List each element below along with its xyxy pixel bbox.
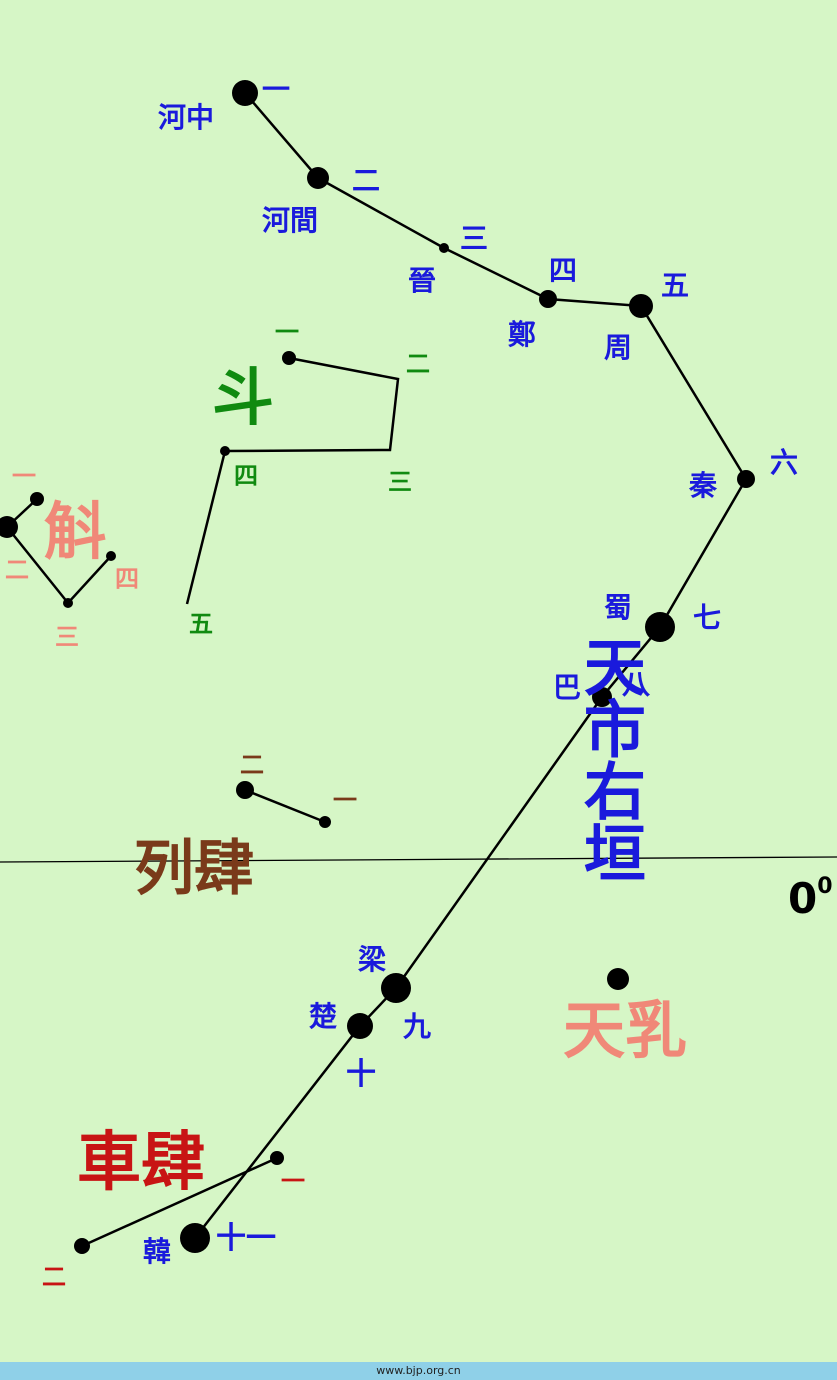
star-liesi-2 bbox=[236, 781, 254, 799]
label-zhou: 周 bbox=[604, 331, 632, 364]
title-tianru: 天乳 bbox=[563, 994, 687, 1067]
num-6: 六 bbox=[770, 446, 798, 479]
label-zheng: 鄭 bbox=[508, 318, 536, 351]
title-dou: 斗 bbox=[212, 361, 274, 434]
footer-bar: www.bjp.org.cn bbox=[0, 1362, 837, 1380]
hu-num-4: 四 bbox=[115, 565, 139, 593]
star-ba bbox=[592, 687, 612, 707]
star-hejian bbox=[307, 167, 329, 189]
num-5: 五 bbox=[661, 269, 689, 302]
liesi-num-1: 一 bbox=[333, 786, 357, 814]
title-chesi: 車肆 bbox=[77, 1126, 205, 1200]
chesi-line bbox=[81, 1156, 278, 1248]
hu-num-3: 三 bbox=[55, 623, 79, 651]
star-chesi-1 bbox=[270, 1151, 284, 1165]
footer-url: www.bjp.org.cn bbox=[376, 1364, 461, 1377]
label-jin: 晉 bbox=[408, 264, 436, 297]
star-qin bbox=[737, 470, 755, 488]
label-qin: 秦 bbox=[688, 469, 718, 502]
label-ba: 巴 bbox=[553, 671, 581, 704]
num-7: 七 bbox=[693, 601, 721, 634]
hu-num-1: 一 bbox=[12, 462, 36, 490]
title-liesi: 列肆 bbox=[134, 834, 254, 904]
label-chu: 楚 bbox=[309, 1000, 337, 1033]
label-han: 韓 bbox=[143, 1235, 171, 1268]
star-tianru bbox=[607, 968, 629, 990]
chesi-num-1: 一 bbox=[281, 1167, 305, 1195]
num-1: 一 bbox=[262, 73, 290, 106]
star-hu-4 bbox=[106, 551, 116, 561]
equator-label: 00 bbox=[788, 874, 833, 923]
num-11: 十一 bbox=[216, 1221, 276, 1256]
star-liesi-1 bbox=[319, 816, 331, 828]
star-zheng bbox=[539, 290, 557, 308]
liesi-line bbox=[244, 788, 326, 824]
star-han bbox=[180, 1223, 210, 1253]
label-shu: 蜀 bbox=[604, 591, 632, 624]
label-liang: 梁 bbox=[357, 943, 386, 976]
num-2: 二 bbox=[352, 164, 380, 197]
star-hezhong bbox=[232, 80, 258, 106]
star-dou-1 bbox=[282, 351, 296, 365]
dou-num-2: 二 bbox=[406, 350, 430, 378]
star-shu bbox=[645, 612, 675, 642]
hu-num-2: 二 bbox=[5, 556, 29, 584]
star-hu-3 bbox=[63, 598, 73, 608]
dou-num-5: 五 bbox=[189, 610, 213, 638]
num-9: 九 bbox=[403, 1010, 431, 1043]
num-10: 十 bbox=[346, 1057, 376, 1092]
dou-num-3: 三 bbox=[388, 468, 412, 496]
title-hu: 斛 bbox=[44, 495, 106, 568]
star-hu-2 bbox=[0, 516, 18, 538]
dou-num-4: 四 bbox=[234, 462, 258, 490]
star-jin bbox=[439, 243, 449, 253]
celestial-equator-line bbox=[0, 856, 837, 863]
star-zhou bbox=[629, 294, 653, 318]
num-8: 八 bbox=[622, 668, 651, 701]
hu-line bbox=[5, 498, 112, 605]
star-chu bbox=[347, 1013, 373, 1039]
dou-num-1: 一 bbox=[275, 318, 299, 346]
num-4: 四 bbox=[549, 254, 577, 287]
dou-line bbox=[185, 356, 400, 605]
star-liang bbox=[381, 973, 411, 1003]
star-hu-1 bbox=[30, 492, 44, 506]
label-hezhong: 河中 bbox=[158, 101, 214, 134]
star-dou-4 bbox=[220, 446, 230, 456]
label-hejian: 河間 bbox=[262, 204, 318, 237]
liesi-num-2: 二 bbox=[240, 751, 264, 779]
chesi-num-2: 二 bbox=[42, 1263, 66, 1291]
title-tianshi-youyuan: 天市右垣 bbox=[573, 635, 646, 883]
star-chesi-2 bbox=[74, 1238, 90, 1254]
num-3: 三 bbox=[460, 222, 488, 255]
